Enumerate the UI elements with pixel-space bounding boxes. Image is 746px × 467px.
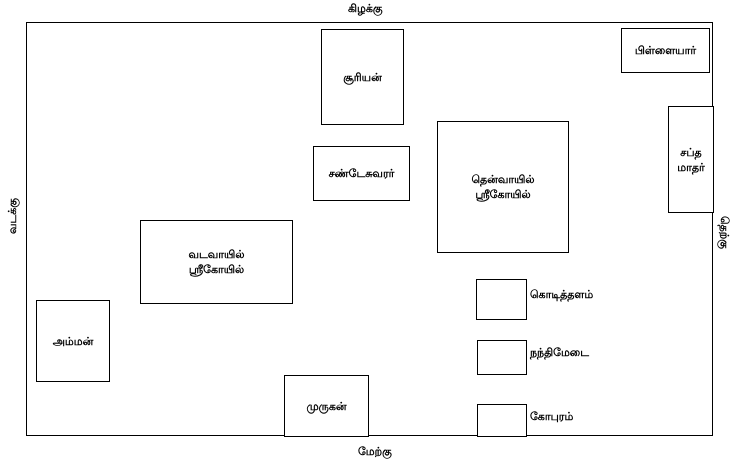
nandhimedai-label: நந்திமேடை bbox=[530, 346, 589, 359]
kodithalam-label: கொடித்தளம் bbox=[530, 288, 594, 301]
shrine-chandesvarar: சண்டேசுவரர் bbox=[313, 146, 410, 201]
kodithalam-box bbox=[476, 279, 527, 320]
shrine-south-entrance: தென்வாயில் ஸ்ரீகோயில் bbox=[437, 121, 569, 253]
shrine-label: அம்மன் bbox=[52, 334, 94, 348]
shrine-label: ஸ்ரீகோயில் bbox=[475, 188, 531, 201]
label-east: கிழக்கு bbox=[348, 2, 383, 15]
shrine-label: ஸ்ரீகோயில் bbox=[188, 263, 245, 276]
label-west: மேற்கு bbox=[358, 445, 392, 458]
shrine-amman: அம்மன் bbox=[36, 300, 110, 382]
shrine-label: மாதர் bbox=[677, 160, 705, 174]
shrine-north-entrance: வடவாயில் ஸ்ரீகோயில் bbox=[140, 220, 293, 304]
shrine-label: சண்டேசுவரர் bbox=[328, 167, 395, 180]
shrine-label: முருகன் bbox=[306, 399, 347, 413]
shrine-label: பிள்ளையார் bbox=[634, 44, 697, 57]
shrine-label: வடவாயில் bbox=[188, 248, 245, 261]
label-south: தெற்கு bbox=[717, 216, 731, 249]
shrine-murugan: முருகன் bbox=[284, 375, 369, 437]
label-north: வடக்கு bbox=[6, 198, 19, 235]
shrine-label: சூரியன் bbox=[343, 70, 382, 84]
shrine-pillaiyar: பிள்ளையார் bbox=[621, 28, 710, 73]
shrine-label: சப்த bbox=[680, 145, 702, 159]
nandhimedai-box bbox=[477, 340, 527, 375]
gopuram-box bbox=[477, 404, 527, 437]
temple-compound bbox=[26, 22, 713, 436]
shrine-label: தென்வாயில் bbox=[471, 173, 535, 186]
gopuram-label: கோபுரம் bbox=[530, 410, 574, 423]
shrine-suriyan: சூரியன் bbox=[321, 29, 404, 125]
